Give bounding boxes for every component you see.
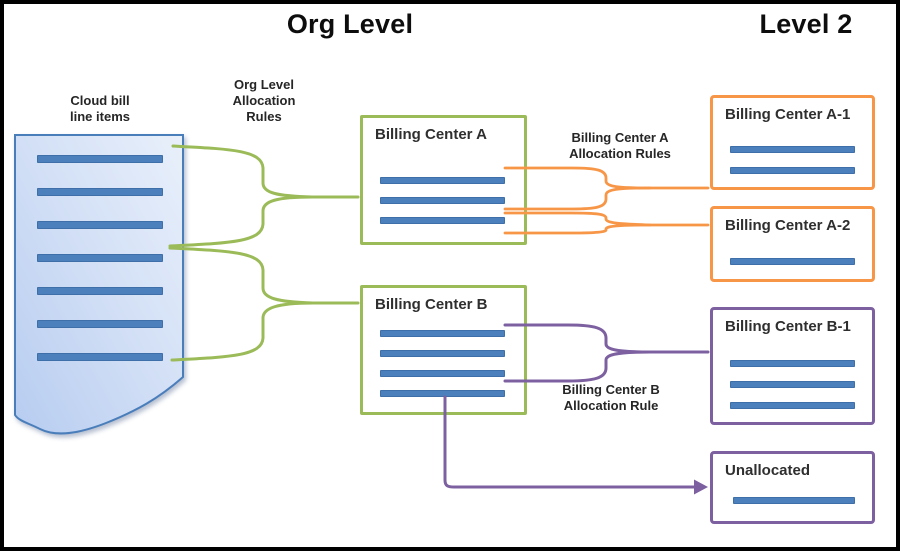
billing-center-a1-box: Billing Center A-1 — [710, 95, 875, 190]
line-item-bar — [37, 287, 163, 295]
unallocated-box: Unallocated — [710, 451, 875, 524]
line-item-bar — [730, 381, 855, 388]
billing-center-a1-line-items — [730, 146, 855, 174]
org-brace-b-lower — [170, 301, 315, 362]
line-item-bar — [733, 497, 855, 504]
line-item-bar — [380, 217, 505, 224]
line-item-bar — [380, 350, 505, 357]
line-item-bar — [730, 146, 855, 153]
line-item-bar — [730, 402, 855, 409]
line-item-bar — [37, 254, 163, 262]
billing-center-b1-title: Billing Center B-1 — [725, 318, 851, 335]
line-item-bar — [730, 167, 855, 174]
line-item-bar — [37, 320, 163, 328]
line-item-bar — [380, 330, 505, 337]
level-2-heading: Level 2 — [759, 9, 853, 39]
cloud-bill-line-items — [37, 155, 163, 361]
billing-center-a2-box: Billing Center A-2 — [710, 206, 875, 282]
billing-center-b-box: Billing Center B — [360, 285, 527, 415]
billing-center-a-title: Billing Center A — [375, 126, 487, 143]
line-item-bar — [730, 258, 855, 265]
line-item-bar — [730, 360, 855, 367]
org-brace-a-lower — [168, 195, 314, 248]
billing-center-b1-box: Billing Center B-1 — [710, 307, 875, 425]
cloud-bill-label: Cloud bill line items — [70, 93, 130, 125]
arrowhead-icon — [694, 479, 708, 495]
billing-center-a-line-items — [380, 177, 505, 224]
billing-center-a-rules-label: Billing Center A Allocation Rules — [569, 130, 671, 162]
billing-center-a1-title: Billing Center A-1 — [725, 106, 851, 123]
a-brace-a1-upper — [503, 166, 710, 190]
billing-center-b1-line-items — [730, 360, 855, 409]
line-item-bar — [380, 177, 505, 184]
a-brace-a2-upper — [503, 211, 710, 227]
unallocated-title: Unallocated — [725, 462, 811, 479]
billing-center-b-title: Billing Center B — [375, 296, 488, 313]
org-level-heading: Org Level — [286, 9, 414, 39]
line-item-bar — [380, 370, 505, 377]
line-item-bar — [37, 221, 163, 229]
org-allocation-rules-label: Org Level Allocation Rules — [232, 77, 296, 125]
org-brace-a-upper — [171, 144, 360, 199]
b-brace-b1-upper — [503, 323, 710, 354]
billing-center-a-box: Billing Center A — [360, 115, 527, 245]
unallocated-line-items — [733, 497, 855, 504]
billing-center-a2-line-items — [730, 258, 855, 265]
line-item-bar — [37, 353, 163, 361]
line-item-bar — [380, 390, 505, 397]
line-item-bar — [380, 197, 505, 204]
line-item-bar — [37, 155, 163, 163]
line-item-bar — [37, 188, 163, 196]
billing-center-b-line-items — [380, 330, 505, 397]
billing-center-a2-title: Billing Center A-2 — [725, 217, 851, 234]
org-brace-b-upper — [168, 246, 360, 305]
billing-center-b-rule-label: Billing Center B Allocation Rule — [562, 382, 660, 414]
